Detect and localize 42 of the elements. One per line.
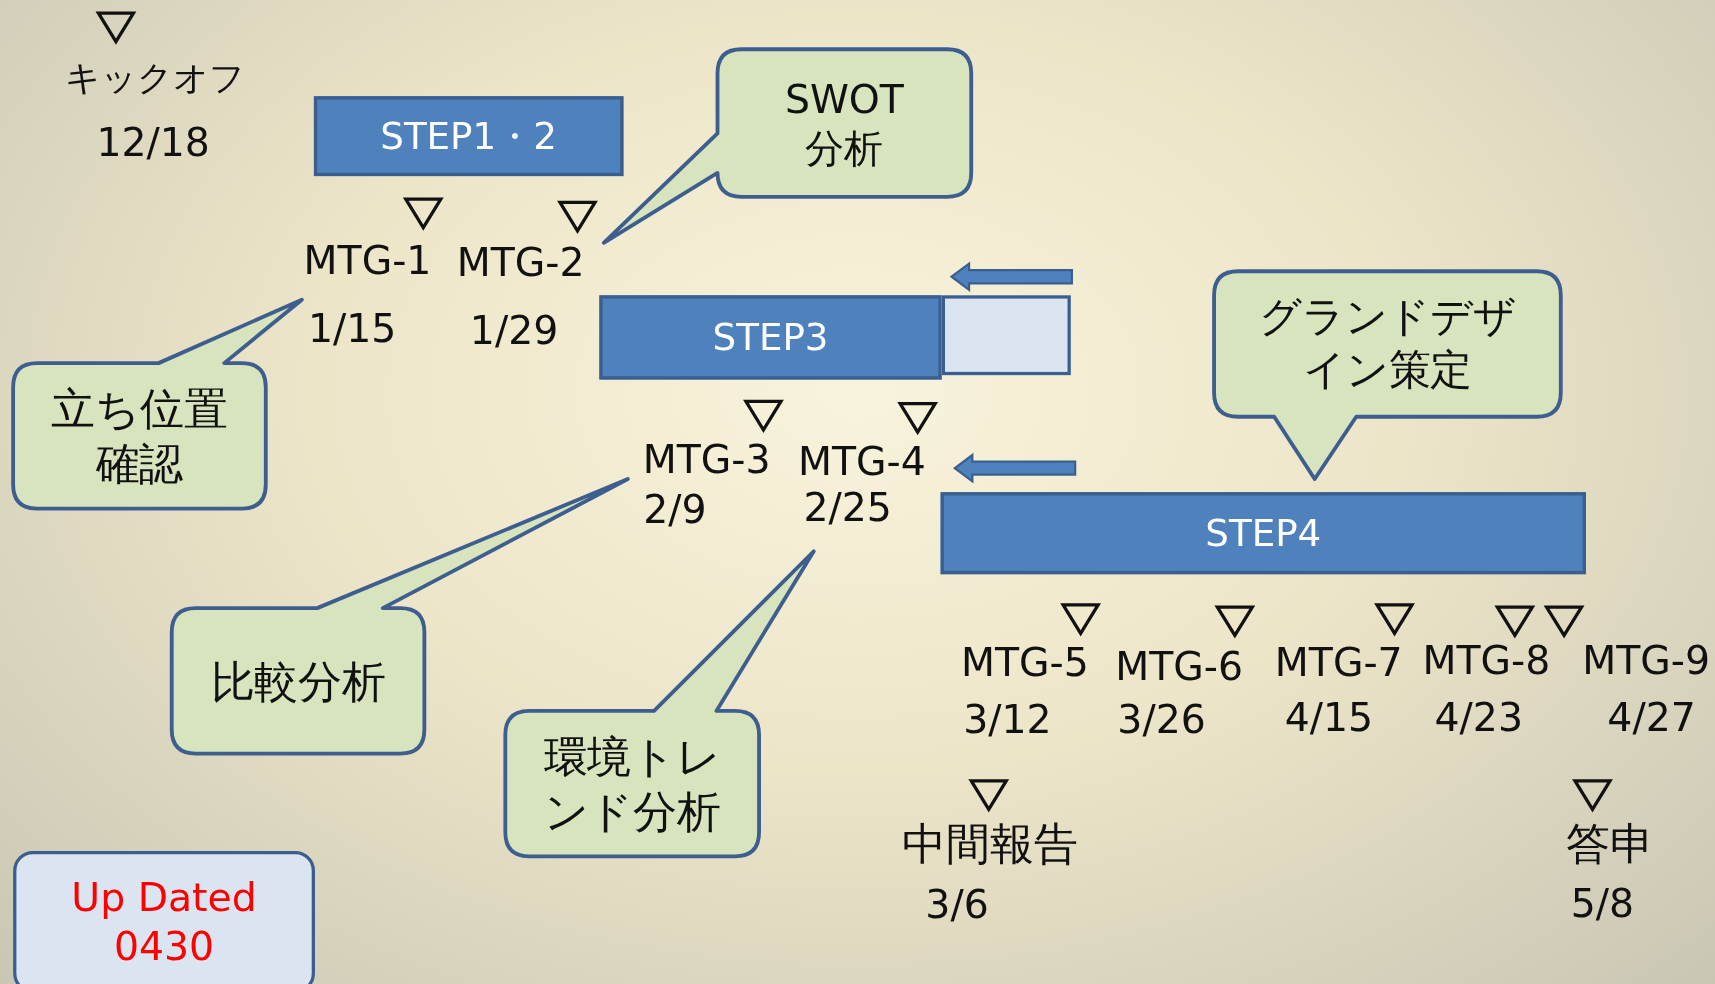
callout-text: グランドデザイン策定 (1258, 292, 1517, 396)
milestone-label: キックオフ (65, 55, 246, 101)
step-label: STEP3 (712, 314, 829, 361)
extension-bar (941, 295, 1071, 376)
callout-text: 立ち位置確認 (50, 382, 229, 491)
callout-text: 環境トレンド分析 (542, 730, 722, 839)
note-text: Up Dated 0430 (70, 874, 258, 972)
milestone-label: MTG-8 (1422, 638, 1551, 684)
milestone-label: 4/15 (1284, 695, 1374, 740)
step-label: STEP4 (1205, 510, 1322, 557)
milestone-label: 中間報告 (902, 817, 1078, 871)
step-label: STEP1・2 (380, 113, 558, 160)
milestone-label: 2/25 (803, 485, 892, 530)
milestone-label: 3/6 (925, 882, 989, 927)
milestone-label: MTG-2 (456, 240, 585, 285)
step-bar (599, 295, 942, 380)
step-bar (940, 492, 1586, 575)
milestone-label: 1/29 (469, 307, 559, 353)
callout-text: SWOT 分析 (783, 75, 905, 173)
step-bar (313, 96, 624, 177)
milestone-label: MTG-3 (642, 436, 771, 482)
milestone-label: 2/9 (643, 487, 707, 533)
callout-text: 比較分析 (209, 654, 387, 708)
milestone-label: MTG-4 (798, 439, 926, 484)
callout-bubble (13, 299, 302, 509)
milestone-label: MTG-6 (1115, 643, 1243, 689)
milestone-label: MTG-1 (303, 237, 432, 283)
milestone-label: 答申 (1566, 817, 1654, 871)
update-note (13, 850, 315, 984)
milestone-label: MTG-7 (1274, 640, 1403, 686)
callout-bubble (505, 551, 814, 857)
milestone-label: 5/8 (1570, 881, 1635, 926)
milestone-label: 12/18 (96, 119, 210, 165)
milestone-label: 3/26 (1117, 697, 1206, 743)
milestone-label: 4/23 (1434, 695, 1523, 740)
milestone-label: 3/12 (963, 697, 1052, 743)
milestone-label: 4/27 (1607, 695, 1696, 740)
callout-bubble (1214, 271, 1561, 480)
callout-bubble (603, 49, 972, 243)
milestone-label: MTG-5 (960, 640, 1089, 686)
milestone-label: 1/15 (308, 305, 397, 351)
milestone-label: MTG-9 (1582, 638, 1710, 684)
